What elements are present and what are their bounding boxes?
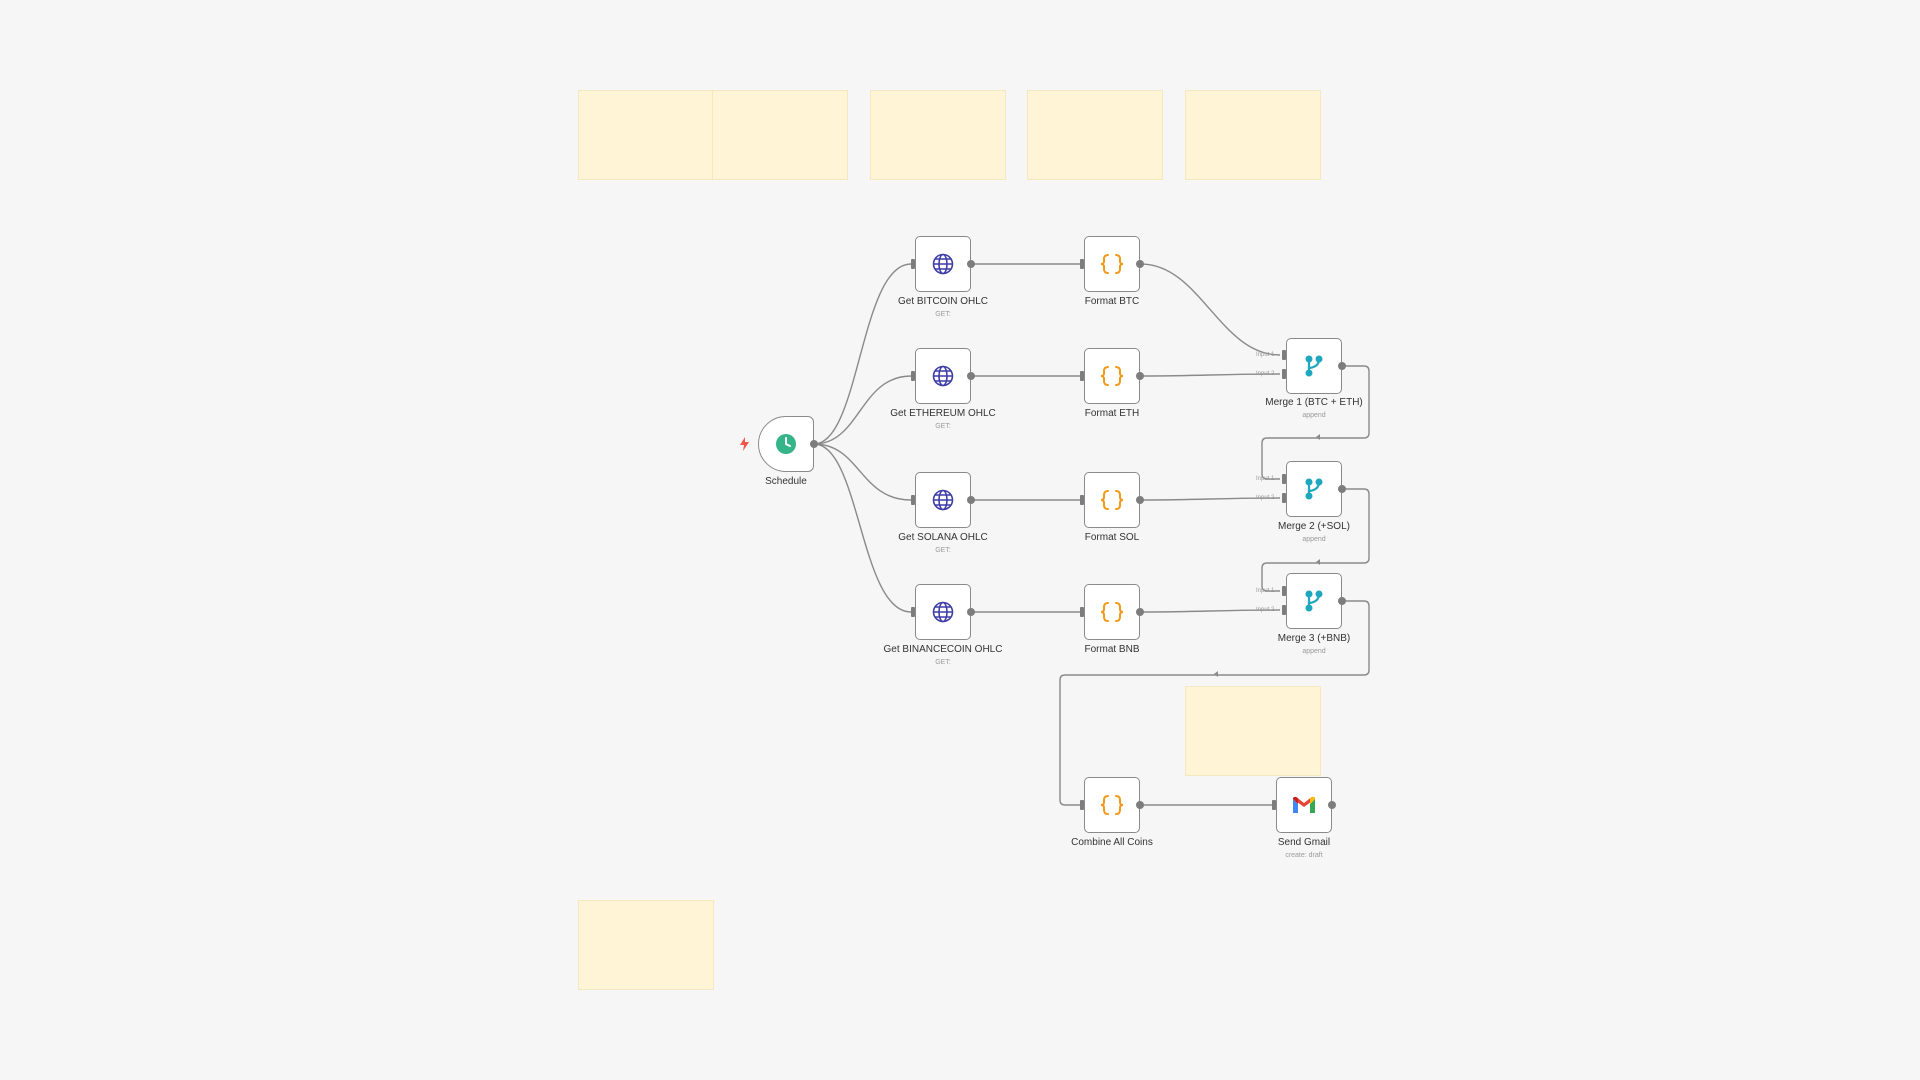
node-merge-3[interactable] xyxy=(1286,573,1342,629)
node-label: Merge 1 (BTC + ETH) xyxy=(1265,397,1363,408)
input-handle[interactable] xyxy=(911,259,915,269)
code-braces-icon xyxy=(1100,489,1124,511)
node-label: Get BINANCECOIN OHLC xyxy=(883,644,1003,655)
merge-icon xyxy=(1304,478,1324,500)
input-handle[interactable] xyxy=(1080,259,1084,269)
input-handle[interactable] xyxy=(911,607,915,617)
sticky-note[interactable] xyxy=(1185,686,1321,776)
node-label: Format BNB xyxy=(1084,644,1140,655)
input-handle[interactable] xyxy=(1272,800,1276,810)
input-handle[interactable] xyxy=(1080,800,1084,810)
input-label-2: Input 2 xyxy=(1256,371,1275,377)
node-format-bnb[interactable] xyxy=(1084,584,1140,640)
node-get-solana-ohlc[interactable] xyxy=(915,472,971,528)
edge-schedule-get-sol xyxy=(813,443,912,501)
node-send-gmail[interactable] xyxy=(1276,777,1332,833)
code-braces-icon xyxy=(1100,601,1124,623)
node-label: Get SOLANA OHLC xyxy=(898,532,988,543)
input-handle-1[interactable] xyxy=(1282,350,1286,360)
globe-icon xyxy=(932,253,954,275)
merge-icon xyxy=(1304,590,1324,612)
output-handle[interactable] xyxy=(967,608,975,616)
input-label-2: Input 2 xyxy=(1256,495,1275,501)
node-get-ethereum-ohlc[interactable] xyxy=(915,348,971,404)
input-handle-1[interactable] xyxy=(1282,474,1286,484)
input-handle[interactable] xyxy=(1080,607,1084,617)
node-merge-1[interactable] xyxy=(1286,338,1342,394)
input-handle[interactable] xyxy=(911,371,915,381)
output-handle[interactable] xyxy=(1328,801,1336,809)
output-handle[interactable] xyxy=(1136,608,1144,616)
output-handle[interactable] xyxy=(1136,496,1144,504)
input-handle[interactable] xyxy=(1080,371,1084,381)
code-braces-icon xyxy=(1100,253,1124,275)
node-combine-all-coins[interactable] xyxy=(1084,777,1140,833)
sticky-note[interactable] xyxy=(712,90,848,180)
node-label: Get BITCOIN OHLC xyxy=(897,296,988,307)
output-handle[interactable] xyxy=(1136,801,1144,809)
node-label: Combine All Coins xyxy=(1071,837,1153,848)
node-label: Merge 3 (+BNB) xyxy=(1277,633,1351,644)
node-subtitle: create: draft xyxy=(1285,852,1323,859)
input-handle-2[interactable] xyxy=(1282,493,1286,503)
node-merge-2[interactable] xyxy=(1286,461,1342,517)
node-format-sol[interactable] xyxy=(1084,472,1140,528)
node-schedule[interactable] xyxy=(758,416,814,472)
node-subtitle: append xyxy=(1302,536,1326,543)
input-handle-2[interactable] xyxy=(1282,605,1286,615)
input-label-1: Input 1 xyxy=(1256,588,1275,594)
clock-icon xyxy=(775,433,797,455)
sticky-note[interactable] xyxy=(578,900,714,990)
trigger-bolt-icon xyxy=(740,437,749,451)
node-label: Merge 2 (+SOL) xyxy=(1278,521,1350,532)
node-subtitle: GET: xyxy=(935,423,951,430)
node-subtitle: GET: xyxy=(935,547,951,554)
input-label-1: Input 1 xyxy=(1256,352,1275,358)
node-subtitle: append xyxy=(1302,648,1326,655)
output-handle[interactable] xyxy=(1338,485,1346,493)
node-get-bitcoin-ohlc[interactable] xyxy=(915,236,971,292)
node-subtitle: GET: xyxy=(935,659,951,666)
sticky-note[interactable] xyxy=(1027,90,1163,180)
output-handle[interactable] xyxy=(967,496,975,504)
output-handle[interactable] xyxy=(810,440,818,448)
sticky-note[interactable] xyxy=(870,90,1006,180)
node-subtitle: append xyxy=(1302,412,1326,419)
edge-fmt-btc-merge1 xyxy=(1140,263,1281,356)
node-format-btc[interactable] xyxy=(1084,236,1140,292)
input-handle[interactable] xyxy=(911,495,915,505)
output-handle[interactable] xyxy=(1136,372,1144,380)
node-label: Send Gmail xyxy=(1277,837,1331,848)
gmail-icon xyxy=(1292,796,1316,814)
output-handle[interactable] xyxy=(967,372,975,380)
edge-schedule-get-bnb xyxy=(813,443,912,613)
sticky-note[interactable] xyxy=(578,90,714,180)
sticky-note[interactable] xyxy=(1185,90,1321,180)
globe-icon xyxy=(932,601,954,623)
node-label: Format SOL xyxy=(1084,532,1140,543)
globe-icon xyxy=(932,489,954,511)
output-handle[interactable] xyxy=(1338,597,1346,605)
input-handle-1[interactable] xyxy=(1282,586,1286,596)
output-handle[interactable] xyxy=(1136,260,1144,268)
input-handle-2[interactable] xyxy=(1282,369,1286,379)
output-handle[interactable] xyxy=(967,260,975,268)
node-format-eth[interactable] xyxy=(1084,348,1140,404)
globe-icon xyxy=(932,365,954,387)
code-braces-icon xyxy=(1100,794,1124,816)
node-get-binancecoin-ohlc[interactable] xyxy=(915,584,971,640)
node-label: Get ETHEREUM OHLC xyxy=(890,408,996,419)
node-label: Format BTC xyxy=(1084,296,1140,307)
input-label-1: Input 1 xyxy=(1256,476,1275,482)
input-handle[interactable] xyxy=(1080,495,1084,505)
node-label: Format ETH xyxy=(1084,408,1140,419)
output-handle[interactable] xyxy=(1338,362,1346,370)
node-subtitle: GET: xyxy=(935,311,951,318)
node-label: Schedule xyxy=(765,476,807,487)
code-braces-icon xyxy=(1100,365,1124,387)
input-label-2: Input 2 xyxy=(1256,607,1275,613)
merge-icon xyxy=(1304,355,1324,377)
